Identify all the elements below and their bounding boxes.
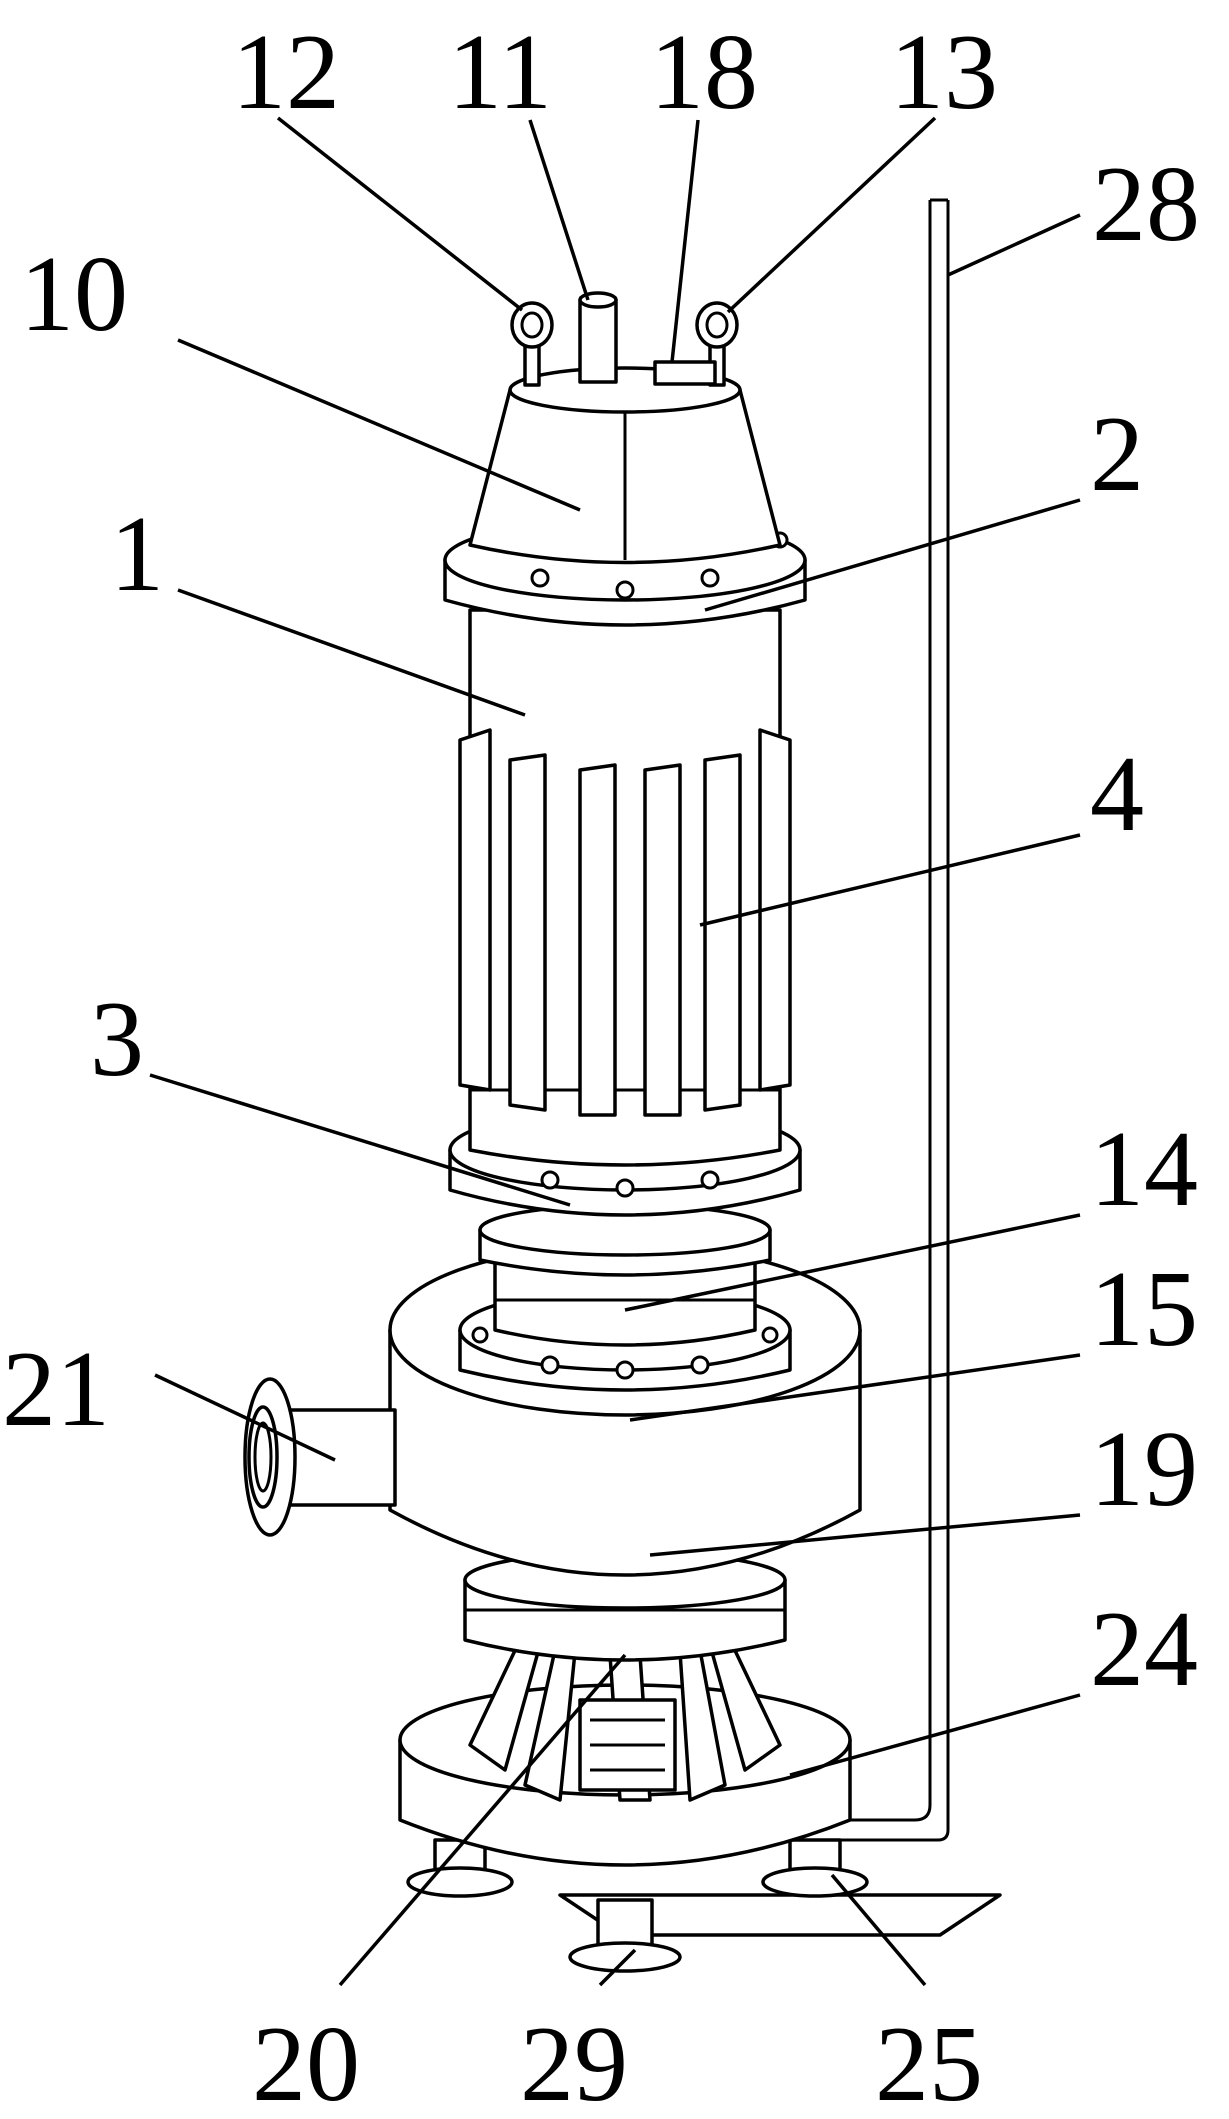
label-12: 12 — [232, 13, 340, 132]
label-10: 10 — [20, 235, 128, 354]
label-21: 21 — [2, 1330, 110, 1449]
label-24: 24 — [1090, 1590, 1198, 1709]
connector-18 — [653, 360, 717, 386]
label-18: 18 — [650, 13, 758, 132]
label-28: 28 — [1092, 145, 1200, 264]
label-4: 4 — [1090, 735, 1144, 854]
label-15: 15 — [1090, 1250, 1198, 1369]
label-1: 1 — [110, 495, 164, 614]
base-assembly — [398, 1638, 1002, 1973]
lifting-eye-12 — [510, 301, 554, 387]
label-14: 14 — [1090, 1110, 1198, 1229]
coupling-14 — [478, 1203, 772, 1347]
label-20: 20 — [252, 2005, 360, 2119]
outlet-21 — [243, 1377, 397, 1537]
pipe-28 — [840, 198, 950, 1842]
cooling-fins-4 — [458, 728, 792, 1117]
reference-labels: 12 11 18 13 28 10 2 1 4 3 14 15 21 19 24… — [2, 13, 1200, 2119]
label-25: 25 — [875, 2005, 983, 2119]
top-cap-10 — [468, 366, 782, 565]
shaft-11 — [578, 291, 618, 384]
leader-lines — [149, 116, 1081, 1987]
label-13: 13 — [890, 13, 998, 132]
label-3: 3 — [90, 980, 144, 1099]
label-11: 11 — [448, 13, 552, 132]
label-2: 2 — [1090, 395, 1144, 514]
label-19: 19 — [1090, 1410, 1198, 1529]
label-29: 29 — [520, 2005, 628, 2119]
